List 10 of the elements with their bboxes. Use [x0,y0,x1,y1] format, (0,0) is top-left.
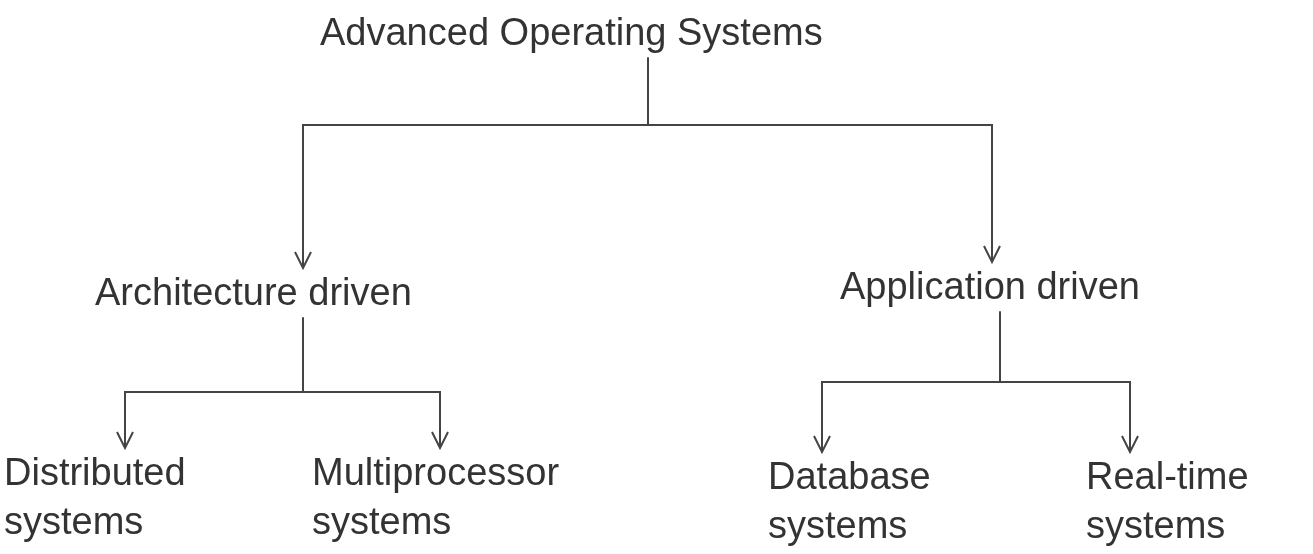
node-label: Database systems [768,452,998,551]
node-label: Distributed systems [4,448,244,547]
node-label: Architecture driven [95,268,535,318]
connector-arrow [999,310,1139,453]
connector-arrow [647,56,1001,263]
node-label: Real-time systems [1086,452,1311,551]
connector-arrow [302,316,449,449]
node-label: Multiprocessor systems [312,448,612,547]
node-label: Application driven [840,262,1280,312]
node-label: Advanced Operating Systems [320,8,1000,58]
